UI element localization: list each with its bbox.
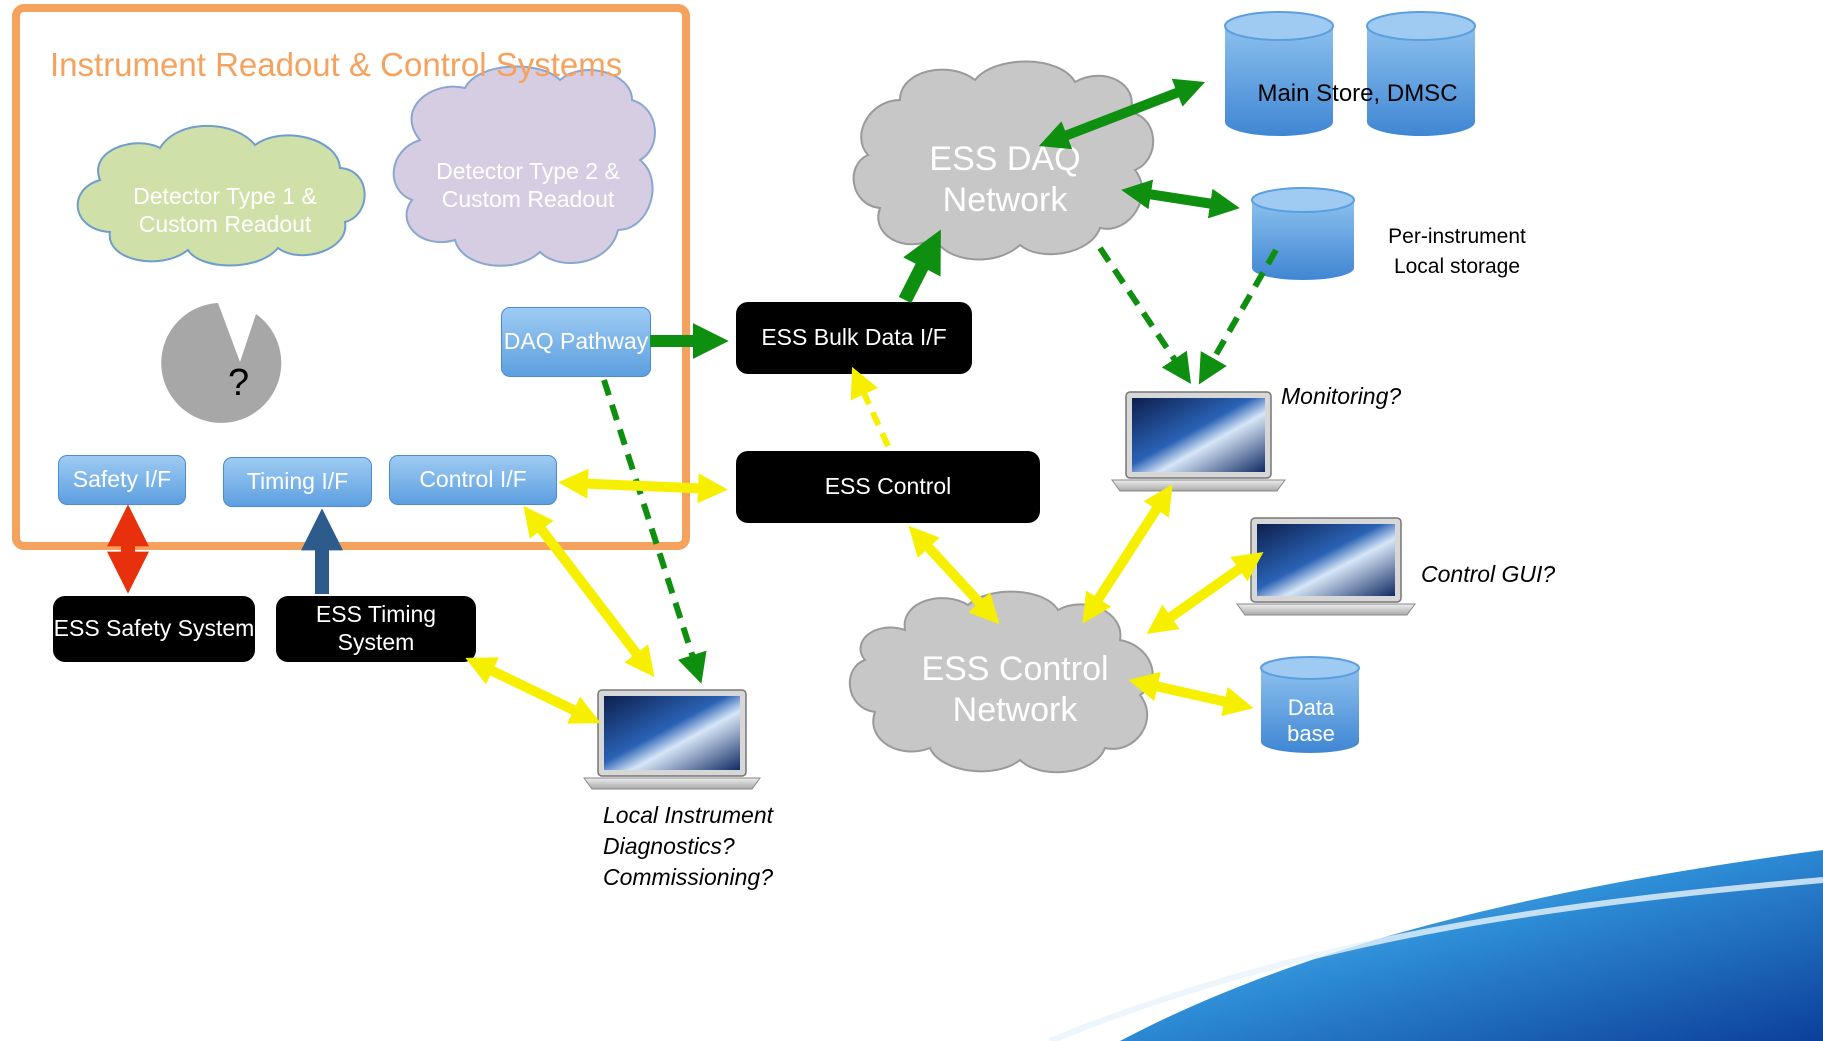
arrow-control-if-diagnostics (523, 505, 655, 678)
database-label: Data base (1287, 694, 1335, 746)
cloud-detector-2 (392, 65, 656, 267)
arrow-control-network-database (1128, 671, 1254, 717)
arrow-control-if-ess-control (558, 468, 728, 504)
instrument-frame (12, 4, 690, 550)
arrow-ess-control-control-network (908, 525, 1000, 625)
arrow-local-storage-monitoring (1198, 248, 1279, 385)
detector-2-label: Detector Type 2 & Custom Readout (436, 158, 620, 212)
ess-control-box: ESS Control (736, 451, 1040, 523)
control-gui-note: Control GUI? (1421, 561, 1556, 587)
arrow-daq-network-main-store (1038, 78, 1206, 150)
unknown-component-label: ? (228, 362, 250, 404)
timing-if-box: Timing I/F (223, 457, 372, 507)
local-storage-label: Per-instrument Local storage (1388, 225, 1526, 279)
arrow-daq-network-local-storage (1121, 179, 1240, 219)
bulk-data-if-box: ESS Bulk Data I/F (736, 302, 972, 374)
cloud-control-network (848, 590, 1154, 774)
arrow-ess-control-to-bulk (850, 366, 891, 448)
cylinder-main-store-2 (1366, 11, 1476, 136)
detector-1-label: Detector Type 1 & Custom Readout (133, 183, 317, 237)
safety-system-box: ESS Safety System (53, 596, 255, 662)
laptop-monitoring (1111, 391, 1286, 492)
laptop-control-gui (1236, 517, 1416, 616)
laptop-diagnostics (583, 689, 761, 790)
diagnostics-note: Local Instrument Diagnostics? Commission… (603, 802, 774, 891)
monitoring-note: Monitoring? (1281, 383, 1402, 409)
main-store-label: Main Store, DMSC (1257, 79, 1458, 107)
control-if-box: Control I/F (389, 455, 557, 505)
daq-pathway-box: DAQ Pathway (501, 307, 651, 377)
daq-network-label: ESS DAQ Network (929, 140, 1081, 219)
control-network-label: ESS Control Network (921, 650, 1109, 729)
cylinder-main-store-1 (1224, 11, 1334, 136)
arrow-daq-network-monitoring (1097, 246, 1192, 384)
arrow-control-network-control-gui (1146, 551, 1264, 635)
unknown-component-pie (161, 303, 282, 423)
arrow-timing-system-diagnostics (465, 657, 601, 724)
cloud-detector-1 (76, 124, 366, 267)
cylinder-local-storage (1251, 187, 1355, 280)
cylinder-database (1260, 656, 1360, 753)
arrow-control-network-monitoring (1082, 484, 1173, 624)
frame-title: Instrument Readout & Control Systems (50, 46, 623, 83)
arrow-bulk-to-daq-network (898, 229, 941, 304)
timing-system-box: ESS Timing System (276, 596, 476, 662)
